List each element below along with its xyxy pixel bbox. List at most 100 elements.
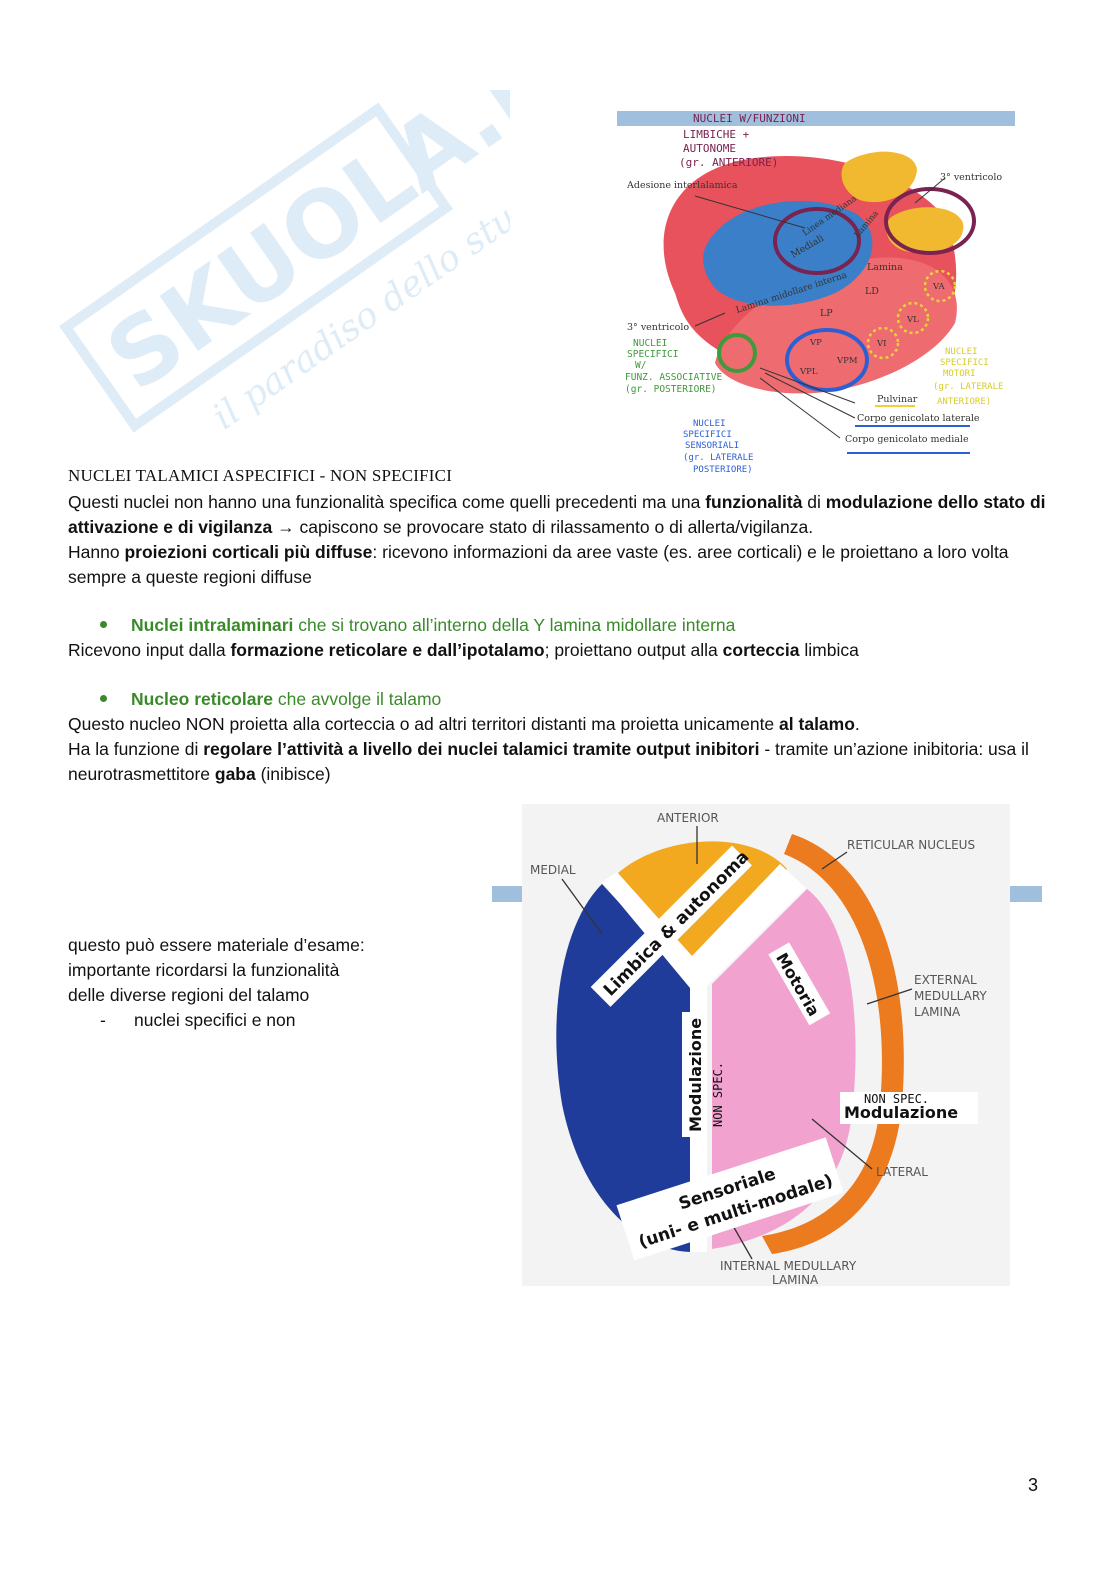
hand-green-5: (gr. POSTERIORE) [625, 384, 717, 395]
label-internal-1: INTERNAL MEDULLARY [720, 1259, 857, 1273]
label-cgl: Corpo genicolato laterale [857, 413, 980, 424]
paragraph-funzionalita: Questi nuclei non hanno una funzionalità… [68, 490, 1053, 540]
bullet-reticolare: Nucleo reticolare che avvolge il talamo [100, 687, 441, 712]
label-vpl: VPL [799, 367, 818, 377]
circle-mediali [773, 207, 861, 275]
label-vp: VP [809, 338, 822, 348]
p1-text-e: → capiscono se provocare stato di rilass… [272, 517, 814, 537]
p2-text-a: Hanno [68, 542, 125, 562]
modulazione-v-label-bg [682, 1012, 706, 1137]
hand-yellow-2: SPECIFICI [940, 358, 989, 368]
bullet-dot-icon [100, 694, 107, 702]
p4-text-a: Questo nucleo NON proietta alla cortecci… [68, 714, 780, 734]
bullet2-bold: Nucleo reticolare [131, 689, 273, 709]
watermark-tagline: il paradiso dello studente [205, 138, 510, 438]
p1-bold-b: funzionalità [705, 492, 803, 512]
thalamus-lateral-part [715, 257, 957, 394]
label-external-3: LAMINA [914, 1005, 961, 1019]
label-external-1: EXTERNAL [914, 973, 977, 987]
circle-pulvinar [717, 333, 757, 373]
label-lateral: LATERAL [876, 1165, 928, 1179]
p4-bold-b: al talamo [779, 714, 855, 734]
hand-blue-1: NUCLEI [693, 419, 726, 429]
leader-ventricolo [914, 177, 946, 204]
thalamus-figure: Adesione interlalamica 3° ventricolo 3° … [617, 111, 1015, 475]
band-right [1010, 886, 1042, 902]
reticular-nucleus [762, 834, 904, 1254]
anterior-nucleus-top [841, 151, 917, 203]
leader-pulvinar [759, 367, 856, 404]
p2-bold-b: proiezioni corticali più diffuse [124, 542, 373, 562]
label-vl: VL [906, 315, 919, 325]
side-note-line2: importante ricordarsi la funzionalità [68, 960, 340, 980]
section-title: NUCLEI TALAMICI ASPECIFICI - NON SPECIFI… [68, 466, 453, 485]
label-vpm: VPM [836, 356, 858, 366]
p3-text-e: limbica [799, 640, 859, 660]
hand-top-2: LIMBICHE + [683, 128, 750, 141]
hand-blue-4: (gr. LATERALE [683, 453, 753, 463]
paragraph-proiezioni: Hanno proiezioni corticali più diffuse: … [68, 540, 1053, 590]
p3-bold-d: corteccia [722, 640, 800, 660]
dash-marker: - [100, 1010, 106, 1030]
label-lamina: Lamina [867, 262, 903, 273]
label-lp: LP [820, 308, 833, 319]
leader-ventricolo-left [694, 312, 726, 327]
circle-vl [896, 301, 930, 335]
p3-bold-b: formazione reticolare e dall’ipotalamo [230, 640, 545, 660]
hand-blue-5: POSTERIORE) [693, 465, 753, 475]
side-note-line1: questo può essere materiale d’esame: [68, 935, 365, 955]
side-note: questo può essere materiale d’esame: imp… [68, 933, 428, 1033]
page-number: 3 [1028, 1475, 1039, 1495]
paragraph-talamo: Questo nucleo NON proietta alla cortecci… [68, 712, 1053, 737]
label-non-spec-vertical: NON SPEC. [711, 1062, 725, 1127]
paragraph-gaba: Ha la funzione di regolare l’attività a … [68, 737, 1053, 787]
hand-yellow-5: ANTERIORE) [937, 397, 991, 407]
hand-blue-3: SENSORIALI [685, 441, 739, 451]
watermark-brand: SKUOLA.net [88, 90, 510, 412]
hand-top-1: NUCLEI W/FUNZIONI [693, 112, 806, 125]
circle-vp [785, 328, 869, 392]
label-ventricolo-top: 3° ventricolo [940, 172, 1002, 183]
label-adesione: Adesione interlalamica [626, 180, 738, 191]
label-internal-2: LAMINA [772, 1273, 819, 1286]
motoria-label-bg [768, 942, 831, 1026]
p3-text-c: ; proiettano output alla [544, 640, 723, 660]
leader-internal [731, 1223, 753, 1260]
leader-medial [561, 878, 603, 935]
label-medial: MEDIAL [530, 863, 576, 877]
bullet-dot-icon [100, 620, 107, 628]
label-pulvinar: Pulvinar [877, 394, 918, 405]
label-ld: LD [865, 286, 879, 297]
bullet1-rest: che si trovano all’interno della Y lamin… [293, 615, 736, 635]
label-va: VA [932, 282, 946, 292]
label-modulazione-vertical: Modulazione [686, 1018, 705, 1132]
bullet-intralaminari: Nuclei intralaminari che si trovano all’… [100, 613, 735, 638]
p5-text-c: - tramite un’azione inibitoria: usa il n… [68, 739, 1029, 784]
medial-region [556, 884, 692, 1252]
leader-lateral [811, 1118, 873, 1170]
hand-top-4: (gr. ANTERIORE) [679, 156, 778, 169]
circle-vi [866, 326, 900, 360]
p3-text-a: Ricevono input dalla [68, 640, 231, 660]
thalamus-schematic: ANTERIOR MEDIAL RETICULAR NUCLEUS EXTERN… [522, 804, 1010, 1286]
label-external-2: MEDULLARY [914, 989, 987, 1003]
p5-text-e: (inibisce) [255, 764, 331, 784]
medial-nuclei [703, 200, 873, 306]
side-note-item: -nuclei specifici e non [68, 1008, 428, 1033]
p5-text-a: Ha la funzione di [68, 739, 204, 759]
leader-cgl [764, 372, 856, 419]
p1-bold-d: modulazione dello stato di attivazione e… [68, 492, 1046, 537]
watermark-logo: SKUOLA.net il paradiso dello studente [59, 90, 510, 438]
label-modulazione: Modulazione [844, 1103, 958, 1122]
limbica-label-bg [590, 845, 752, 1007]
leader-reticular [821, 851, 848, 870]
p4-text-c: . [854, 714, 860, 734]
anterior-nucleus [886, 207, 964, 253]
hand-green-2: SPECIFICI [627, 349, 678, 360]
p5-bold-d: gaba [214, 764, 256, 784]
hand-yellow-4: (gr. LATERALE [933, 382, 1003, 392]
leader-adesione [694, 195, 806, 229]
hand-yellow-3: MOTORI [943, 369, 976, 379]
hand-blue-2: SPECIFICI [683, 430, 732, 440]
p1-text-a: Questi nuclei non hanno una funzionalità… [68, 492, 706, 512]
